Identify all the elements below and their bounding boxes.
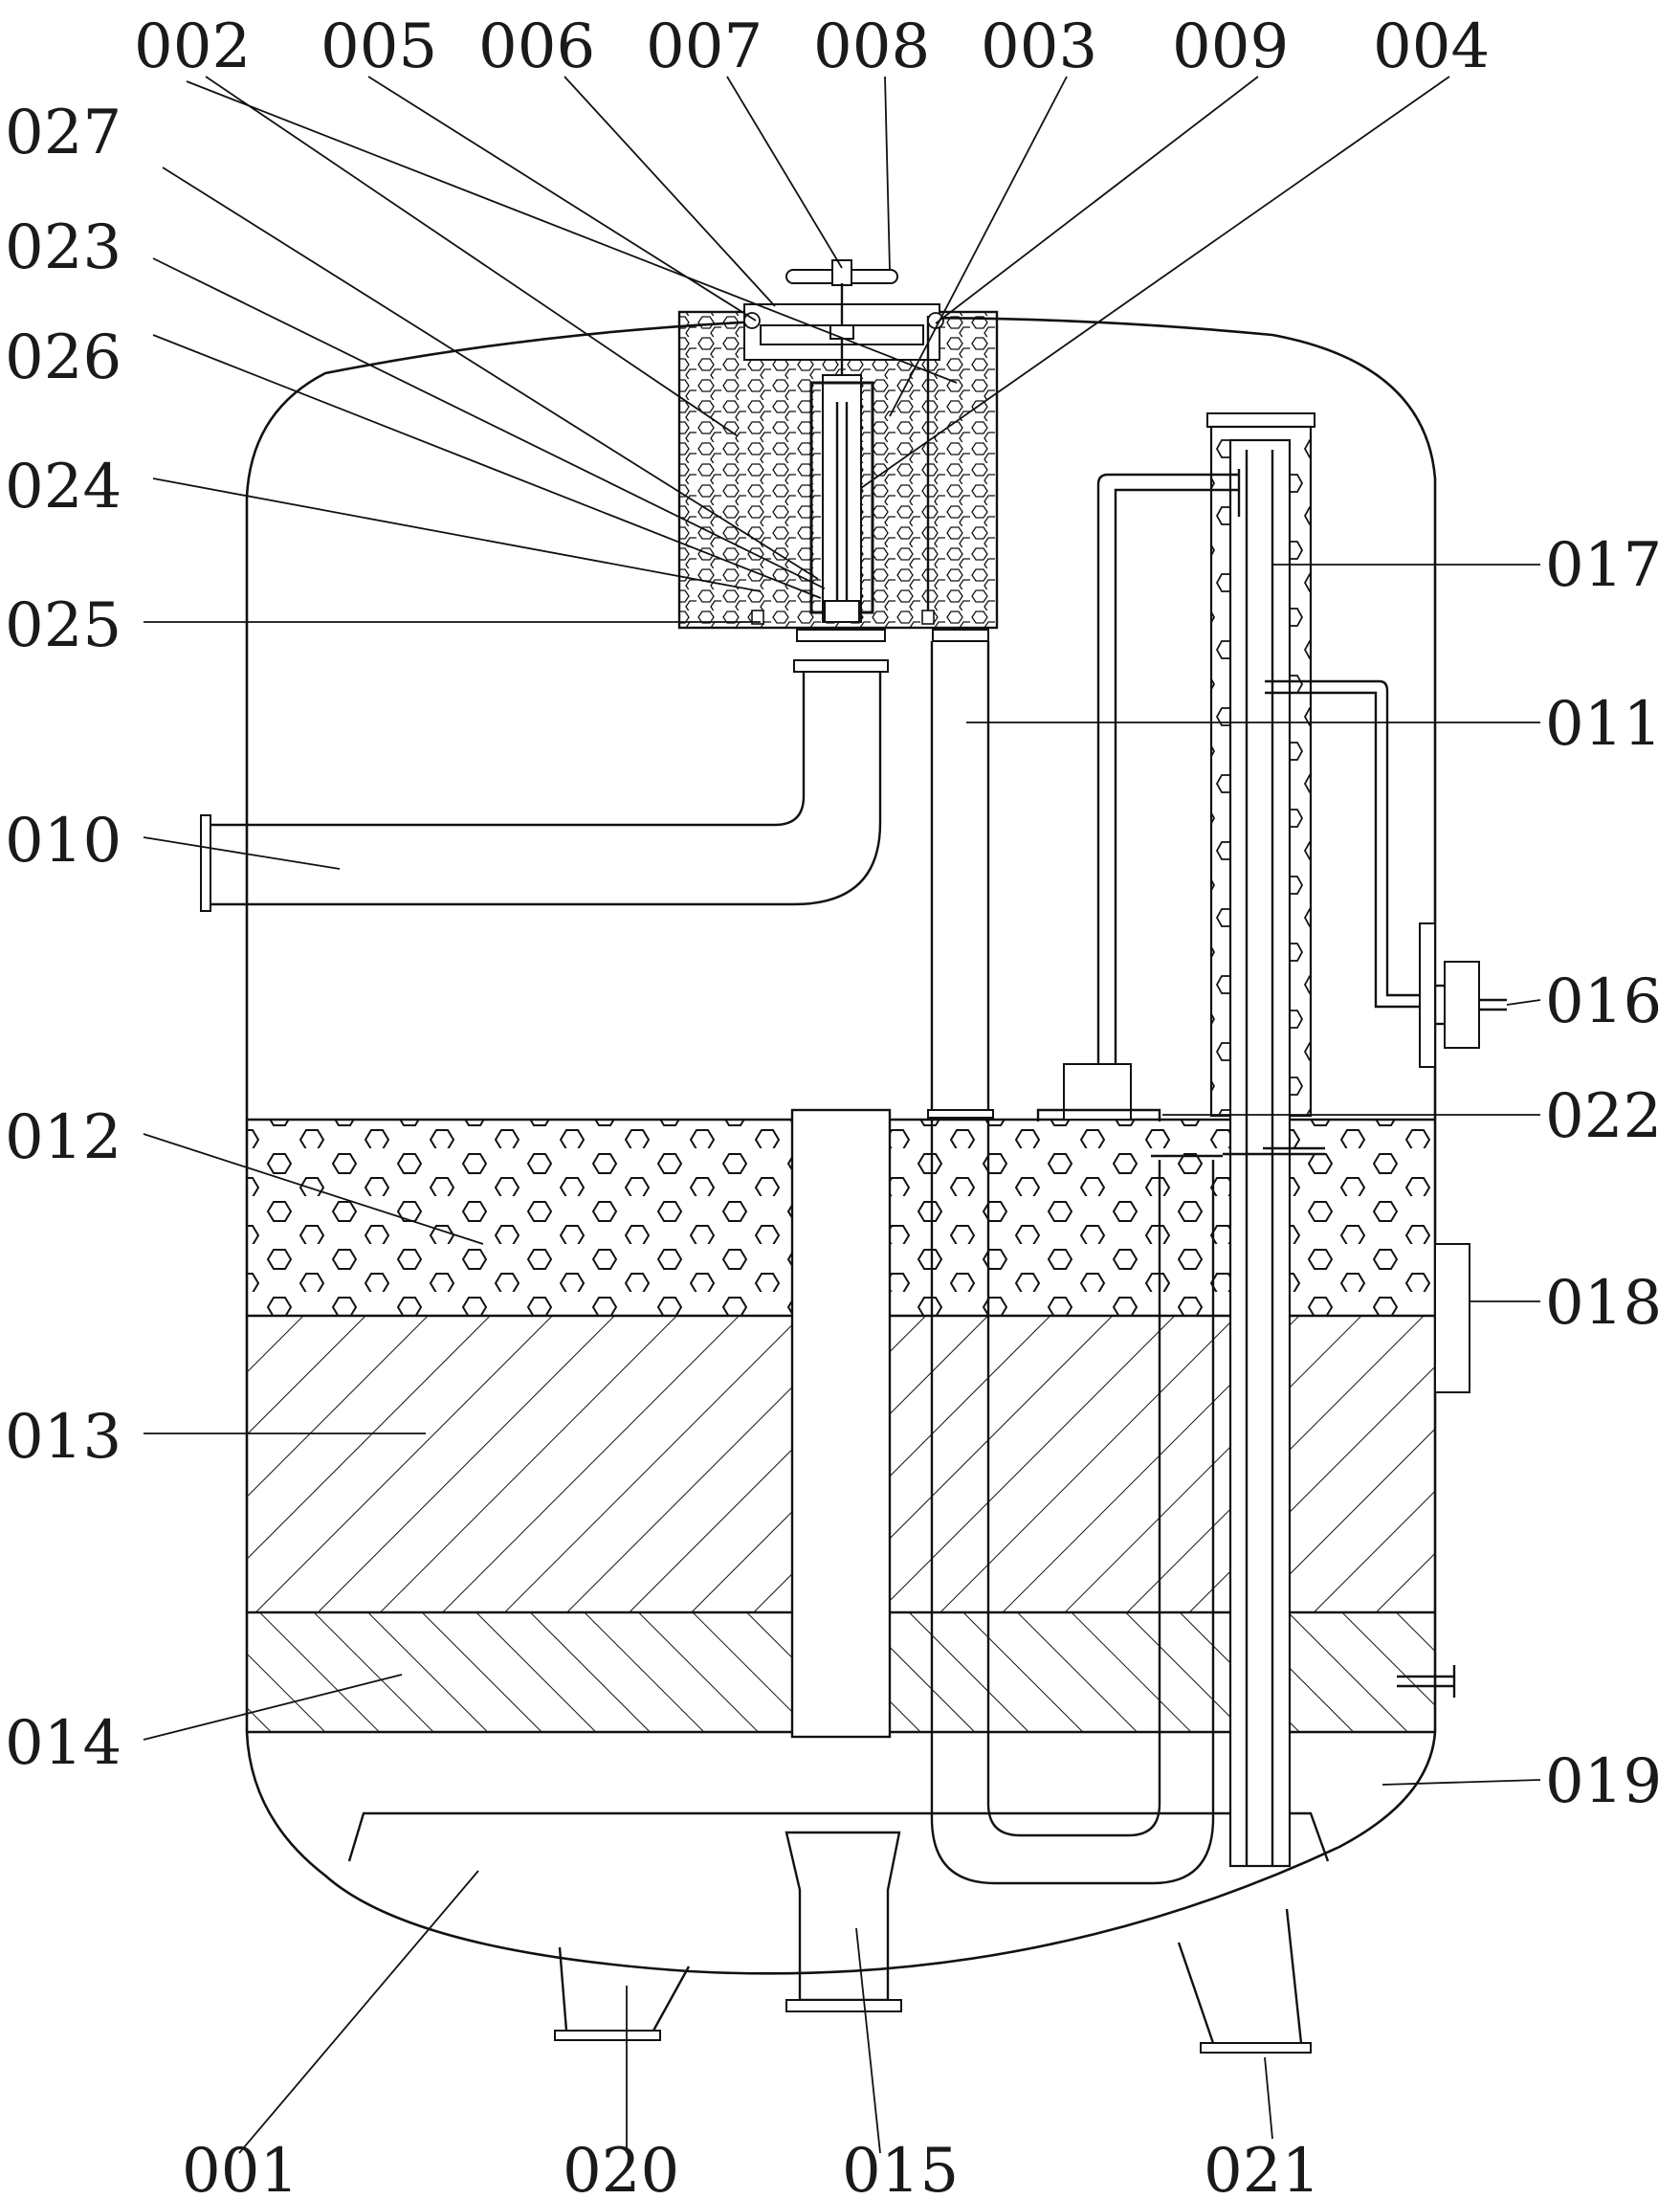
label-024: 024	[5, 452, 122, 522]
label-017: 017	[1545, 530, 1662, 601]
label-009: 009	[1172, 11, 1289, 82]
central-column	[790, 1108, 892, 1739]
label-001: 001	[182, 2136, 298, 2199]
label-014: 014	[5, 1708, 122, 1779]
pipe-022	[1036, 469, 1241, 1122]
label-007: 007	[646, 11, 763, 82]
labels: 002 005 006 007 008 003 009 004 027 023 …	[5, 11, 1662, 2199]
leg-020	[554, 1946, 691, 2041]
label-019: 019	[1545, 1746, 1662, 1817]
label-021: 021	[1204, 2136, 1320, 2199]
label-008: 008	[813, 11, 930, 82]
label-003: 003	[981, 11, 1097, 82]
label-010: 010	[5, 806, 122, 877]
leg-021	[1177, 1908, 1312, 2054]
label-026: 026	[5, 322, 122, 393]
manhole-018	[1434, 1243, 1470, 1393]
filter-housing	[677, 303, 999, 630]
side-nozzle	[1397, 1665, 1456, 1698]
vertical-column-017	[1206, 412, 1325, 1868]
pipe-010	[200, 629, 889, 912]
label-016: 016	[1545, 966, 1662, 1037]
label-013: 013	[5, 1402, 122, 1473]
leader-lines	[143, 76, 1541, 2154]
label-020: 020	[563, 2136, 679, 2199]
pipe-016	[1265, 679, 1507, 1068]
label-018: 018	[1545, 1268, 1662, 1339]
outlet-015	[785, 1831, 902, 2012]
label-027: 027	[5, 98, 122, 168]
label-005: 005	[321, 11, 437, 82]
label-011: 011	[1545, 689, 1662, 760]
label-022: 022	[1545, 1081, 1662, 1152]
label-023: 023	[5, 212, 122, 283]
pipe-011	[927, 629, 1223, 1885]
label-006: 006	[478, 11, 595, 82]
label-025: 025	[5, 590, 122, 661]
label-004: 004	[1373, 11, 1490, 82]
label-015: 015	[842, 2136, 959, 2199]
bottom-plate	[347, 1811, 1330, 1862]
label-002: 002	[134, 11, 251, 82]
label-012: 012	[5, 1102, 122, 1173]
tank-shell	[245, 316, 1437, 1975]
